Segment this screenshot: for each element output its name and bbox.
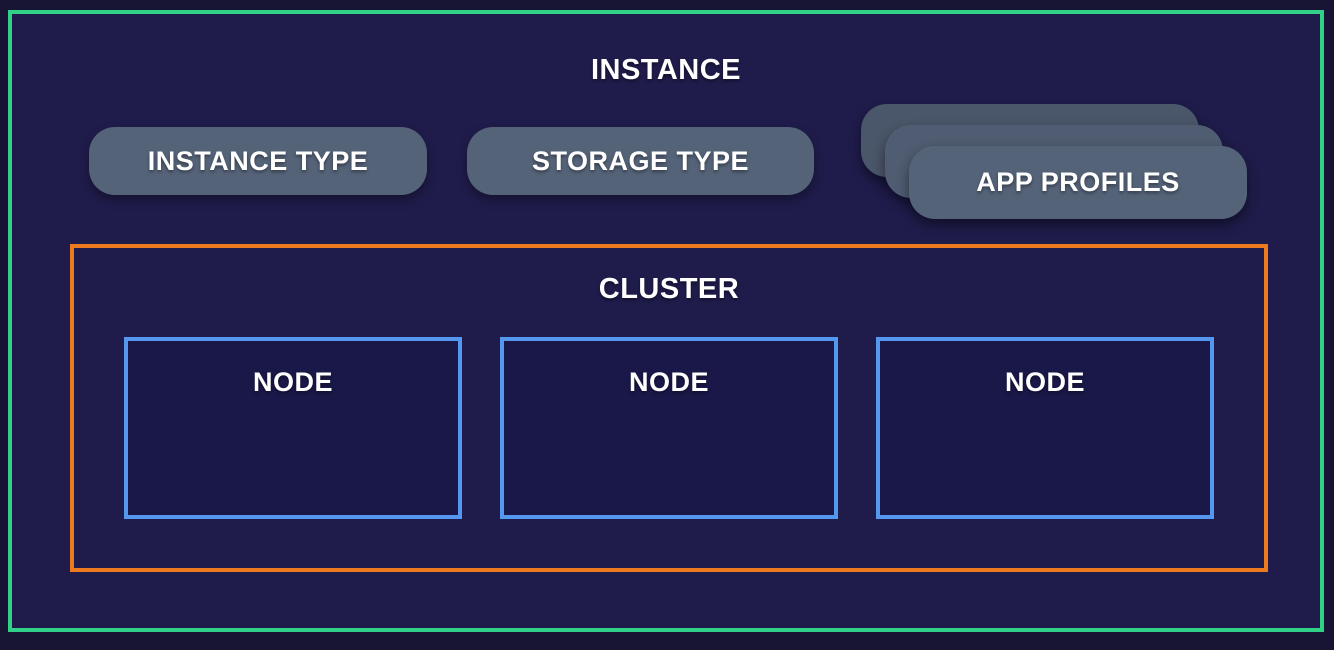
cluster-title: CLUSTER xyxy=(598,273,740,305)
cluster-container: CLUSTER NODE NODE NODE xyxy=(70,244,1268,572)
instance-container: INSTANCE INSTANCE TYPE STORAGE TYPE APP … xyxy=(8,10,1324,632)
node-label-3: NODE xyxy=(1004,367,1085,397)
node-label-1: NODE xyxy=(252,367,333,397)
node-label-2: NODE xyxy=(628,367,709,397)
app-profiles-stack: APP PROFILES xyxy=(861,104,1247,219)
app-profiles-front-card: APP PROFILES xyxy=(909,146,1247,219)
storage-type-label: STORAGE TYPE xyxy=(531,145,750,176)
instance-type-label: INSTANCE TYPE xyxy=(147,145,369,176)
storage-type-pill: STORAGE TYPE xyxy=(467,127,814,195)
node-box-2: NODE xyxy=(500,337,838,519)
node-box-3: NODE xyxy=(876,337,1214,519)
instance-title: INSTANCE xyxy=(590,54,742,86)
app-profiles-label: APP PROFILES xyxy=(976,167,1180,197)
instance-type-pill: INSTANCE TYPE xyxy=(89,127,427,195)
nodes-row: NODE NODE NODE xyxy=(124,337,1214,519)
node-box-1: NODE xyxy=(124,337,462,519)
